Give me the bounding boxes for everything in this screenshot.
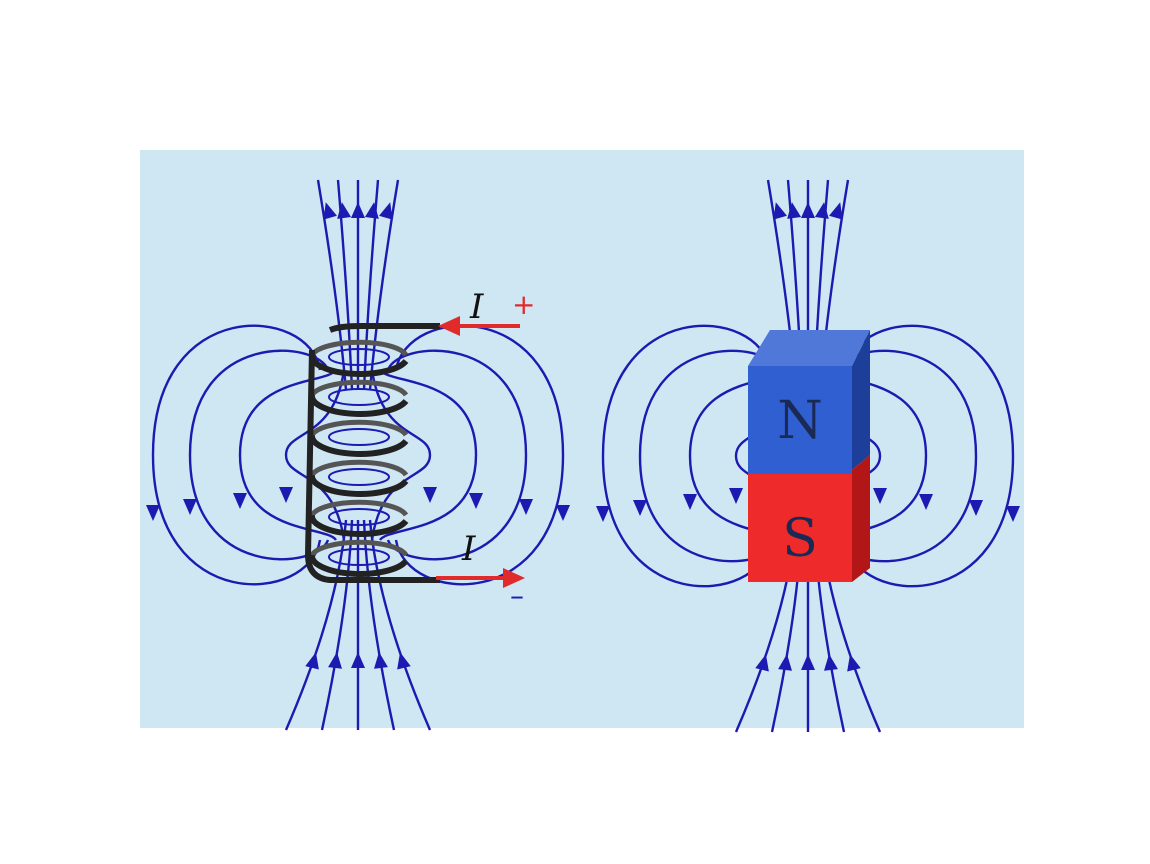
magnet-side-north xyxy=(852,330,870,470)
coil-turn-front xyxy=(308,394,409,417)
coil-inner-field xyxy=(328,468,390,486)
magnet-south-label: S xyxy=(782,509,818,569)
solenoid-loop xyxy=(386,349,528,561)
coil-turn-back xyxy=(309,419,409,437)
solenoid-field-arrow-icon xyxy=(279,487,293,503)
magnet-field-arrow-icon xyxy=(778,654,792,671)
solenoid-field-arrow-icon xyxy=(364,202,379,219)
solenoid-field-arrow-icon xyxy=(423,487,437,503)
coil-turn-back xyxy=(309,459,409,477)
magnet-field-arrow-icon xyxy=(755,654,769,672)
solenoid-loop xyxy=(379,369,478,541)
solenoid-field-arrow-icon xyxy=(519,499,533,515)
magnet-field-arrow-icon xyxy=(829,202,843,220)
magnet-field-arrow-icon xyxy=(773,202,787,220)
coil-turn-back xyxy=(309,379,409,397)
magnet-loop xyxy=(836,349,978,563)
current-out-sign: – xyxy=(510,579,524,612)
magnet-top-face xyxy=(748,330,870,366)
magnet-loop xyxy=(638,349,780,563)
magnet-field-arrow-icon xyxy=(633,500,647,516)
coil-inner-field xyxy=(328,548,390,566)
coil-turn-front xyxy=(308,554,409,577)
solenoid-loop xyxy=(151,324,322,586)
solenoid-field-arrow-icon xyxy=(323,202,337,220)
solenoid-loop xyxy=(188,349,330,561)
current-out-arrow xyxy=(436,568,525,588)
current-in-label: I xyxy=(469,287,484,327)
solenoid-loop xyxy=(370,369,432,541)
magnet-field-arrow-icon xyxy=(683,494,697,510)
coil-turn-front xyxy=(308,474,409,497)
magnet-field-arrow-icon xyxy=(596,506,610,522)
solenoid-field-arrow-icon xyxy=(469,493,483,509)
coil-top-lead xyxy=(328,323,440,333)
solenoid-field-arrow-icon xyxy=(328,652,342,669)
solenoid-field-arrow-icon xyxy=(556,505,570,521)
solenoid-field-arrow-icon xyxy=(351,652,365,668)
bar-magnet-icon: N S xyxy=(748,330,870,582)
magnet-field-arrow-icon xyxy=(873,488,887,504)
solenoid-field-arrow-icon xyxy=(305,652,319,670)
diagram-background xyxy=(140,150,1024,728)
magnet-loop xyxy=(601,324,772,588)
coil-turn-back xyxy=(309,499,409,517)
solenoid-top-line xyxy=(368,179,400,391)
magnet-field-arrow-icon xyxy=(787,202,802,219)
current-in-arrow xyxy=(438,316,520,336)
magnet-side-south xyxy=(852,455,870,582)
solenoid-loop xyxy=(394,324,565,586)
magnet-north-label: N xyxy=(777,391,823,451)
magnet-field-arrow-icon xyxy=(801,654,815,670)
magnet-field-arrow-icon xyxy=(919,494,933,510)
coil-turn-front xyxy=(308,354,409,377)
magnet-north-face xyxy=(748,366,852,474)
solenoid-field-arrow-icon xyxy=(397,652,411,670)
solenoid-field-arrow-icon xyxy=(379,202,393,220)
solenoid-field-arrow-icon xyxy=(374,652,388,669)
coil-left-edge xyxy=(304,349,440,583)
solenoid-field-arrow-icon xyxy=(337,202,352,219)
magnet-south-face xyxy=(748,474,852,582)
solenoid-top-line xyxy=(316,179,348,391)
coil-inner-field xyxy=(328,428,390,446)
coil-turn-back xyxy=(309,339,409,357)
coil-turn-front xyxy=(308,514,409,537)
magnet-field-arrow-icon xyxy=(969,500,983,516)
solenoid-field-arrow-icon xyxy=(351,202,365,218)
current-in-sign: + xyxy=(512,288,535,321)
magnet-field-arrow-icon xyxy=(801,202,815,218)
current-out-label: I xyxy=(461,529,476,569)
solenoid-field-arrow-icon xyxy=(146,505,160,521)
solenoid-loop xyxy=(284,369,346,541)
coil-turn-back xyxy=(309,539,409,557)
magnet-loop xyxy=(844,324,1015,588)
magnet-field-arrow-icon xyxy=(729,488,743,504)
solenoid-field-arrows xyxy=(146,202,570,670)
coil-inner-field xyxy=(328,388,390,406)
solenoid-field-arrow-icon xyxy=(183,499,197,515)
magnet-field-arrow-icon xyxy=(1006,506,1020,522)
coil-inner-field xyxy=(328,348,390,366)
magnet-field-arrow-icon xyxy=(847,654,861,672)
coil-inner-field xyxy=(328,508,390,526)
magnet-field-arrow-icon xyxy=(824,654,838,671)
solenoid-coil-icon xyxy=(304,323,440,583)
magnet-field-arrows xyxy=(596,202,1020,672)
coil-turn-front xyxy=(308,434,409,457)
solenoid-field-arrow-icon xyxy=(233,493,247,509)
magnet-field-arrow-icon xyxy=(814,202,829,219)
